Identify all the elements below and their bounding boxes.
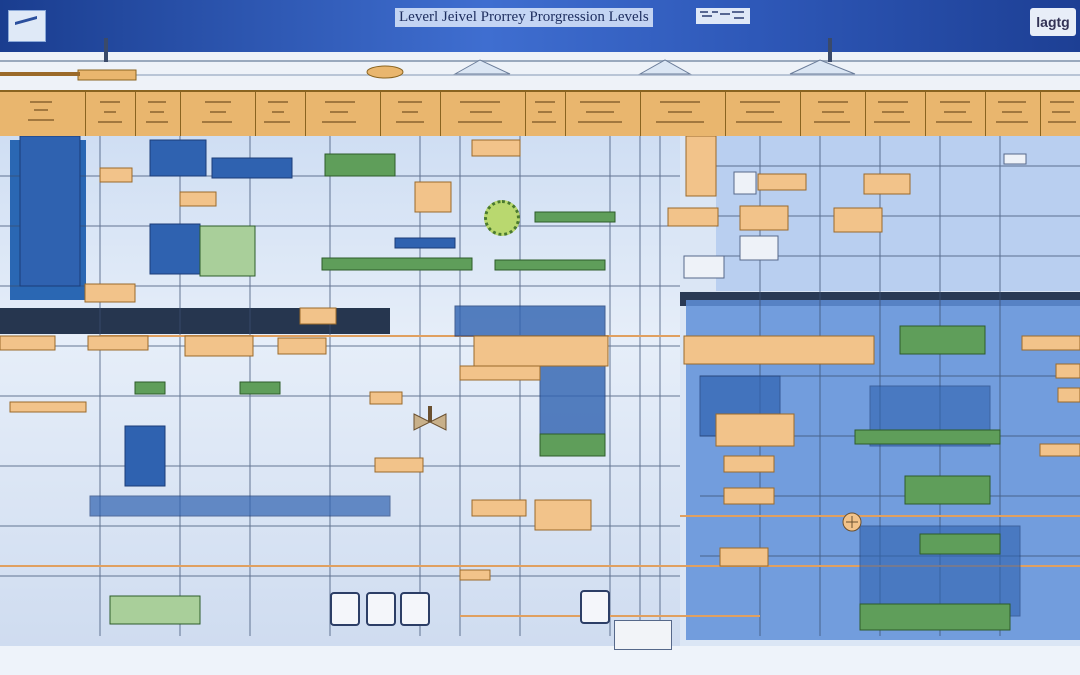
level-cell — [0, 92, 86, 136]
pump-icon — [580, 590, 610, 624]
level-cell — [180, 92, 256, 136]
valve-icon — [842, 512, 862, 532]
top-rail — [0, 52, 1080, 92]
pump-icon — [366, 592, 396, 626]
schematic-wiring — [0, 136, 1080, 641]
level-cell — [525, 92, 566, 136]
level-cell — [305, 92, 381, 136]
level-cell — [255, 92, 306, 136]
brand-logo: lagtg — [1030, 8, 1076, 36]
gear-icon — [484, 200, 520, 236]
logo-icon — [8, 10, 46, 42]
level-cell — [380, 92, 441, 136]
level-cell — [925, 92, 986, 136]
level-cell — [640, 92, 726, 136]
level-cell — [865, 92, 926, 136]
level-cell — [800, 92, 866, 136]
pump-icon — [330, 592, 360, 626]
rail-fixtures — [0, 38, 856, 81]
bottom-strip — [0, 646, 1080, 675]
level-cell — [565, 92, 641, 136]
level-cell — [725, 92, 801, 136]
level-cell — [85, 92, 136, 136]
page-title: Leverl Jeivel Prorrey Prorgression Level… — [395, 8, 653, 27]
level-cell — [440, 92, 526, 136]
level-cell — [135, 92, 181, 136]
valve-icon — [413, 406, 447, 431]
pump-icon — [400, 592, 430, 626]
level-cell — [985, 92, 1041, 136]
legend-box — [614, 620, 672, 650]
level-band-glyphs — [28, 101, 1076, 123]
title-decoration-icon — [696, 8, 750, 24]
